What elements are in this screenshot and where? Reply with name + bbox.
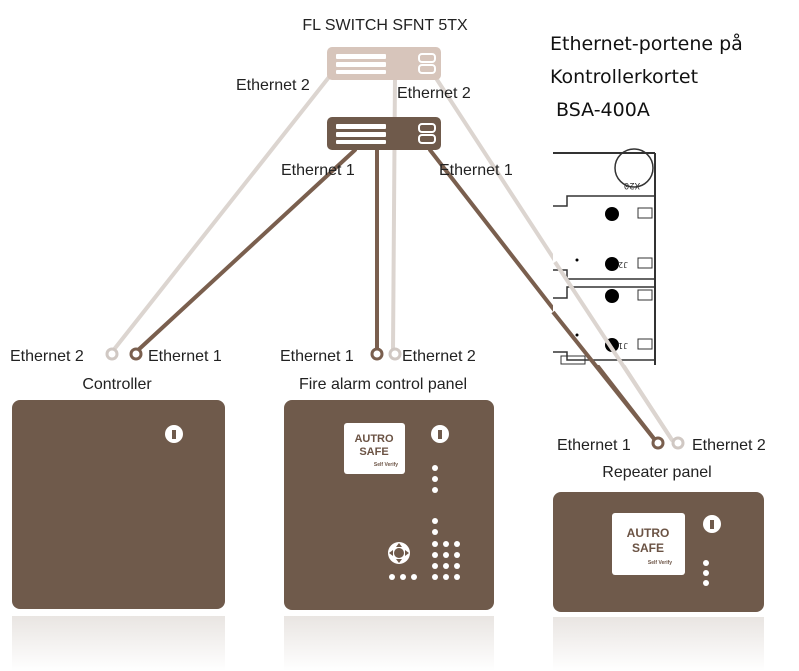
cable-eth1-repeater-over xyxy=(551,310,657,442)
repeater-eth1-label: Ethernet 1 xyxy=(557,437,631,454)
switch-port-label-left: Ethernet 2 xyxy=(236,77,310,94)
repeater-eth1-port xyxy=(651,436,665,450)
controller-eth2-label: Ethernet 2 xyxy=(10,348,84,365)
fire-panel-reflection xyxy=(284,616,494,671)
controller-name: Controller xyxy=(82,376,152,393)
svg-text:J1: J1 xyxy=(618,341,628,350)
fire-panel-keyhole-icon xyxy=(431,425,449,443)
secondary-switch xyxy=(327,47,441,80)
board-connector-top xyxy=(614,148,654,188)
fire-panel-eth2-label: Ethernet 2 xyxy=(402,348,476,365)
repeater-eth2-label: Ethernet 2 xyxy=(692,437,766,454)
svg-text:AUTRO: AUTRO xyxy=(354,433,394,445)
svg-text:SAFE: SAFE xyxy=(359,446,388,458)
controller-keyhole-icon xyxy=(165,425,183,443)
fire-panel-cabinet xyxy=(284,400,494,610)
repeater-name: Repeater panel xyxy=(602,464,711,481)
repeater-led-column xyxy=(703,560,709,586)
controller-reflection xyxy=(12,616,225,671)
caption-line-2: Kontrollerkortet xyxy=(550,66,698,88)
svg-text:X20: X20 xyxy=(624,180,640,190)
cable-eth1-controller xyxy=(134,148,357,354)
fire-panel-eth1-port xyxy=(370,347,384,361)
board-ethernet-jack-1: J2 xyxy=(553,195,656,280)
controller-board: X20 J2 J1 xyxy=(553,148,799,365)
svg-text:AUTRO: AUTRO xyxy=(627,526,670,540)
caption-line-1: Ethernet-portene på xyxy=(550,32,743,55)
caption-line-3: BSA-400A xyxy=(556,99,650,121)
repeater-eth2-port xyxy=(671,436,685,450)
switch-port-label-lower-left: Ethernet 1 xyxy=(281,162,355,179)
cable-eth2-repeater-over xyxy=(553,260,674,442)
switch-port-label-right: Ethernet 2 xyxy=(397,85,471,102)
svg-text:J2: J2 xyxy=(618,260,628,269)
controller-eth1-label: Ethernet 1 xyxy=(148,348,222,365)
svg-text:Self Verify: Self Verify xyxy=(648,560,672,566)
repeater-reflection xyxy=(553,617,764,671)
fire-panel-eth2-port xyxy=(388,347,402,361)
fire-panel-name: Fire alarm control panel xyxy=(299,376,467,393)
repeater-keyhole-icon xyxy=(703,515,721,533)
controller-eth2-port xyxy=(105,347,119,361)
fire-panel-keypad xyxy=(432,518,460,580)
cable-eth2-controller xyxy=(110,70,335,354)
controller-cabinet xyxy=(12,400,225,609)
fire-panel-navigation-icon xyxy=(388,542,410,564)
svg-text:SAFE: SAFE xyxy=(632,541,664,555)
controller-eth1-port xyxy=(129,347,143,361)
fire-panel-eth1-label: Ethernet 1 xyxy=(280,348,354,365)
fire-panel-bottom-buttons xyxy=(389,574,417,580)
fire-panel-led-column xyxy=(432,465,438,493)
switch-title: FL SWITCH SFNT 5TX xyxy=(302,17,468,34)
controller-ports xyxy=(105,347,143,361)
repeater-logo: AUTRO SAFE Self Verify xyxy=(612,513,685,575)
fire-panel-logo: AUTRO SAFE Self Verify xyxy=(344,423,405,474)
switch-port-label-lower-right: Ethernet 1 xyxy=(439,162,513,179)
svg-text:Self Verify: Self Verify xyxy=(374,462,398,468)
primary-switch xyxy=(327,117,441,150)
